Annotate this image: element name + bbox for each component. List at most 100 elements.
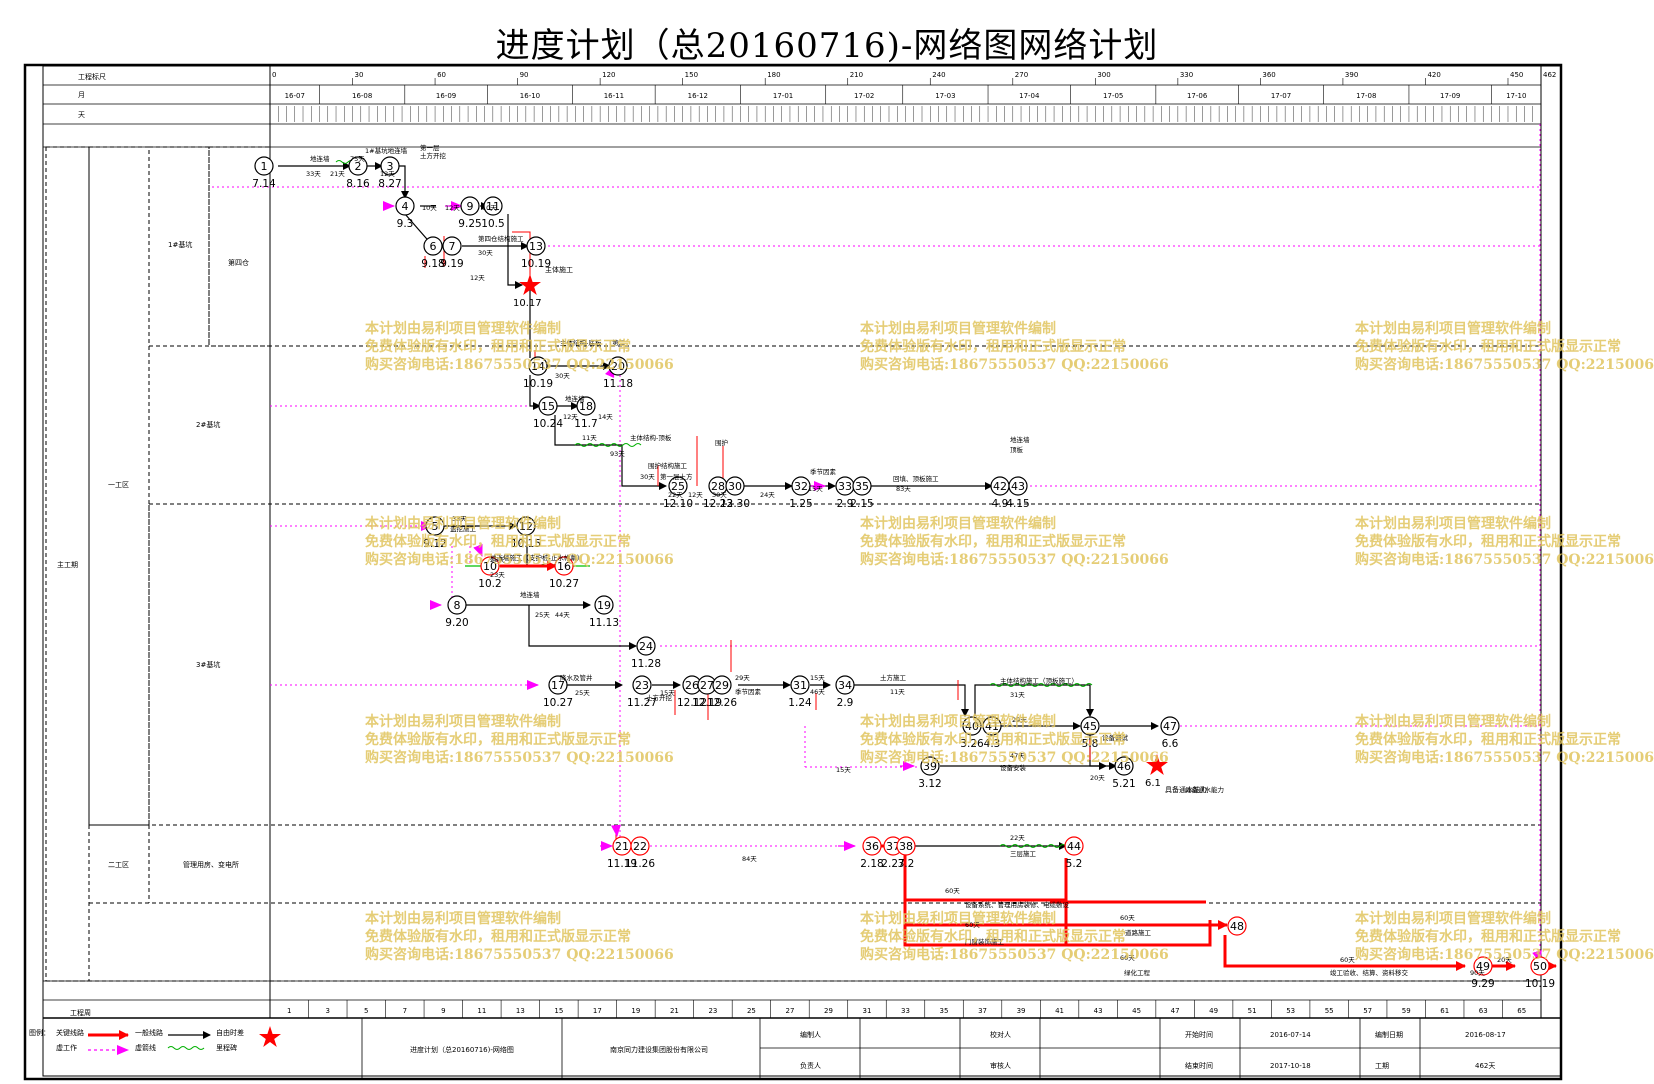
legend-normal-label: 一般线路 bbox=[135, 1028, 163, 1037]
activity-label: 84天 bbox=[742, 855, 757, 863]
footer-field-label: 审核人 bbox=[990, 1061, 1011, 1070]
node-id: 50 bbox=[1533, 960, 1547, 973]
node-id: 31 bbox=[793, 679, 807, 692]
footer-field-label: 编制人 bbox=[800, 1030, 821, 1039]
activity-label: 土方开挖 bbox=[420, 151, 447, 160]
week-label: 57 bbox=[1363, 1007, 1372, 1015]
week-label: 15 bbox=[554, 1007, 563, 1015]
node-date: 10.2 bbox=[478, 578, 501, 590]
node-circle bbox=[425, 516, 445, 536]
week-label: 35 bbox=[940, 1007, 949, 1015]
node-date: 11.28 bbox=[631, 658, 661, 670]
node-id: 36 bbox=[865, 840, 879, 853]
section-labels: 主工期 一工区 二工区 1#基坑 第四仓 2#基坑 3#基坑 管理用房、变电所 bbox=[57, 240, 249, 869]
node-circle bbox=[423, 236, 443, 256]
node-id: 40 bbox=[965, 720, 979, 733]
node-circle bbox=[962, 716, 982, 736]
activity-label: 33天 bbox=[306, 170, 321, 178]
node-id: 15 bbox=[541, 400, 555, 413]
activity-label: 季节因素 bbox=[810, 467, 837, 476]
activity-label: 竣工验收、结算、资料移交 bbox=[1330, 968, 1409, 977]
node-date: 10.19 bbox=[1525, 978, 1555, 990]
week-label: 61 bbox=[1440, 1007, 1449, 1015]
node-date: 9.18 bbox=[421, 258, 444, 270]
node-date: 1.25 bbox=[789, 498, 812, 510]
milestone-name: 具备通水能力 bbox=[1165, 785, 1207, 794]
node-circle bbox=[1473, 956, 1493, 976]
footer-field-value: 2016-07-14 bbox=[1270, 1031, 1311, 1039]
legend-virtual-label: 虚工作 bbox=[56, 1043, 77, 1052]
node-circle bbox=[1227, 916, 1247, 936]
month-label: 17-05 bbox=[1103, 92, 1123, 100]
node-circle bbox=[395, 196, 415, 216]
activity-label: 60天 bbox=[945, 887, 960, 895]
week-label: 31 bbox=[863, 1007, 872, 1015]
phase-label: 主工期 bbox=[57, 560, 78, 569]
week-label: 65 bbox=[1517, 1007, 1526, 1015]
node-id: 29 bbox=[715, 679, 729, 692]
node-circle bbox=[1064, 836, 1084, 856]
activity-label: 设备系统、管理用房装修、电缆敷设 bbox=[965, 900, 1070, 909]
footer-field-value: 2016-08-17 bbox=[1465, 1031, 1506, 1039]
node-date: 4.9 bbox=[992, 498, 1009, 510]
node-id: 14 bbox=[531, 360, 545, 373]
activity-label: 30天 bbox=[555, 372, 570, 380]
node-id: 45 bbox=[1083, 720, 1097, 733]
node-circle bbox=[254, 156, 274, 176]
month-row-label: 月 bbox=[78, 91, 85, 99]
node-id: 3 bbox=[387, 160, 394, 173]
node-id: 5 bbox=[432, 520, 439, 533]
week-label: 41 bbox=[1055, 1007, 1064, 1015]
node-date: 11.19 bbox=[607, 858, 637, 870]
activity-label: 20天 bbox=[1497, 956, 1512, 964]
node-id: 27 bbox=[700, 679, 714, 692]
footer-field-label: 编制日期 bbox=[1375, 1030, 1403, 1039]
node-circle bbox=[554, 556, 574, 576]
pit1-sub-label: 第四仓 bbox=[228, 258, 249, 267]
ruler-label: 0 bbox=[272, 71, 276, 79]
activity-label: 地连墙 bbox=[310, 154, 330, 163]
week-label: 21 bbox=[670, 1007, 679, 1015]
footer-field-value: 462天 bbox=[1475, 1062, 1495, 1070]
legend-dummy-label: 虚箭线 bbox=[135, 1043, 156, 1052]
node-id: 30 bbox=[728, 480, 742, 493]
activity-label: 降水及管井 bbox=[560, 673, 593, 682]
node-date: 8.27 bbox=[378, 178, 401, 190]
node-circle bbox=[862, 836, 882, 856]
node-id: 24 bbox=[639, 640, 653, 653]
activity-label: 回填、顶板施工 bbox=[893, 474, 939, 483]
node-circle bbox=[528, 356, 548, 376]
node-id: 41 bbox=[985, 720, 999, 733]
node-id: 23 bbox=[635, 679, 649, 692]
guide-lines bbox=[212, 124, 1541, 960]
node-date: 9.12 bbox=[423, 538, 446, 550]
page-title: 进度计划（总20160716)-网络图网络计划 bbox=[495, 26, 1159, 66]
activity-label: 主体结构施工（顶板施工） bbox=[1000, 676, 1078, 685]
node-id: 44 bbox=[1067, 840, 1081, 853]
node-id: 46 bbox=[1117, 760, 1131, 773]
activity-label: 门窗装饰施工 bbox=[965, 937, 1005, 946]
section-frames bbox=[45, 146, 1541, 982]
ruler-label: 120 bbox=[602, 71, 615, 79]
node-id: 6 bbox=[430, 240, 437, 253]
month-label: 17-01 bbox=[773, 92, 793, 100]
node-id: 28 bbox=[711, 480, 725, 493]
activity-label: 24天 bbox=[760, 491, 775, 499]
week-label: 3 bbox=[326, 1007, 330, 1015]
ruler-label: 270 bbox=[1015, 71, 1028, 79]
footer-company: 南京同力建设集团股份有限公司 bbox=[610, 1045, 708, 1054]
node-id: 47 bbox=[1163, 720, 1177, 733]
legend-wave-label: 自由时差 bbox=[216, 1028, 244, 1037]
activity-label: 25天 bbox=[575, 689, 590, 697]
month-label: 16-09 bbox=[436, 92, 456, 100]
week-label: 13 bbox=[516, 1007, 525, 1015]
week-label: 23 bbox=[708, 1007, 717, 1015]
node-date: 12.10 bbox=[663, 498, 693, 510]
activity-label: 11天 bbox=[582, 434, 597, 442]
activity-label: 60天 bbox=[1340, 956, 1355, 964]
milestone-date: 6.1 bbox=[1145, 778, 1161, 789]
week-label: 11 bbox=[477, 1007, 486, 1015]
